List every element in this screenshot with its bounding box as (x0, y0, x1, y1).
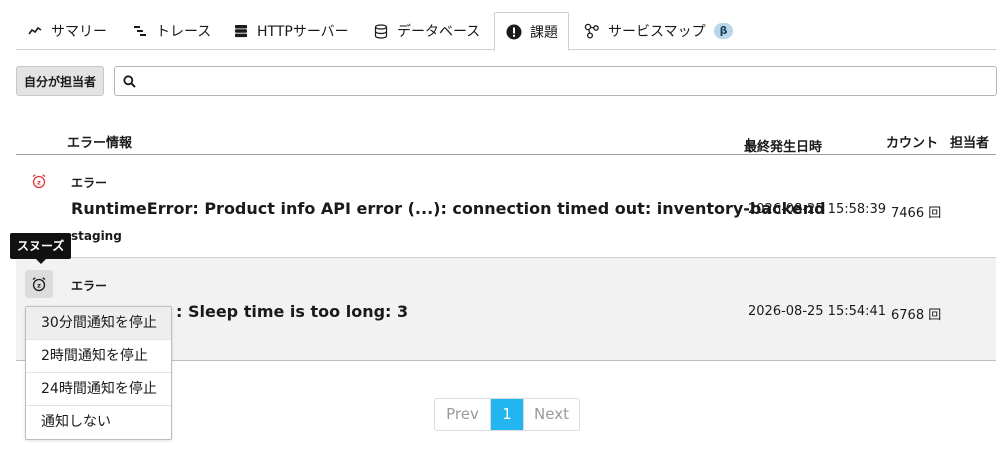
snooze-tooltip: スヌーズ (10, 233, 72, 264)
tab-issues-label: 課題 (530, 24, 558, 41)
tab-trace-label: トレース (156, 24, 212, 40)
last-seen-date: 2026-08-25 15:54:41 (748, 304, 887, 319)
column-last-seen-label: 最終発生日時 (744, 140, 823, 155)
snooze-alarm-icon[interactable]: z (28, 170, 50, 192)
summary-wave-icon (26, 22, 44, 40)
database-icon (372, 22, 390, 40)
sort-down-arrow-icon: ↓ (744, 136, 754, 149)
column-count: カウント (886, 136, 939, 151)
tab-service-map-label: サービスマップ (608, 24, 706, 40)
trace-icon (131, 22, 149, 40)
page-number-current[interactable]: 1 (491, 399, 523, 430)
next-page-button[interactable]: Next (523, 399, 579, 430)
search-icon (115, 74, 143, 88)
prev-page-button[interactable]: Prev (435, 399, 491, 430)
tab-summary[interactable]: サマリー (26, 12, 107, 50)
occurrence-count: 6768 回 (891, 308, 942, 323)
snooze-option-30min[interactable]: 30分間通知を停止 (26, 307, 171, 340)
tab-trace[interactable]: トレース (131, 12, 211, 50)
error-level: エラー (71, 176, 108, 190)
tab-database-label: データベース (397, 24, 481, 40)
table-row[interactable]: z エラー RuntimeError: Product info API err… (16, 155, 996, 258)
column-assignee: 担当者 (950, 136, 990, 151)
tab-service-map[interactable]: サービスマップ β (583, 12, 734, 50)
exclamation-circle-icon (505, 23, 523, 41)
svg-text:z: z (37, 179, 41, 187)
snooze-option-never[interactable]: 通知しない (41, 414, 111, 430)
service-map-icon (583, 22, 601, 40)
snooze-option-2h[interactable]: 2時間通知を停止 (26, 340, 171, 373)
last-seen-date: 2026-08-25 15:58:39 (748, 202, 887, 217)
error-message-link[interactable]: RuntimeError: Product info API error (..… (71, 199, 826, 218)
snooze-menu: 30分間通知を停止 2時間通知を停止 24時間通知を停止 通知しない (25, 306, 172, 440)
occurrence-count: 7466 回 (891, 206, 942, 221)
table-header: エラー情報 最終発生日時 ↓ カウント 担当者 (16, 128, 996, 155)
server-icon (232, 22, 250, 40)
error-message-link[interactable]: : Sleep time is too long: 3 (176, 302, 409, 321)
tab-http-server-label: HTTPサーバー (257, 24, 349, 40)
beta-badge: β (713, 23, 734, 39)
error-level: エラー (71, 279, 108, 293)
column-error-info: エラー情報 (67, 136, 133, 151)
table-row[interactable]: z エラー : Sleep time is too long: 3 2026-0… (16, 258, 996, 361)
assigned-to-me-button[interactable]: 自分が担当者 (16, 66, 104, 96)
tab-database[interactable]: データベース (372, 12, 480, 50)
pagination: Prev 1 Next (434, 398, 580, 431)
snooze-option-24h[interactable]: 24時間通知を停止 (26, 373, 171, 406)
environment-label: staging (71, 229, 122, 243)
search-box (114, 66, 997, 96)
snooze-alarm-icon[interactable]: z (25, 270, 53, 298)
tab-bar: サマリー トレース HTTPサーバー データベース 課題 サービスマップ β (16, 12, 996, 51)
assigned-to-me-label: 自分が担当者 (23, 74, 96, 89)
tab-issues[interactable]: 課題 (494, 12, 569, 51)
svg-text:z: z (37, 282, 41, 290)
tab-summary-label: サマリー (51, 24, 107, 40)
search-input[interactable] (143, 68, 996, 94)
tab-http-server[interactable]: HTTPサーバー (232, 12, 349, 50)
